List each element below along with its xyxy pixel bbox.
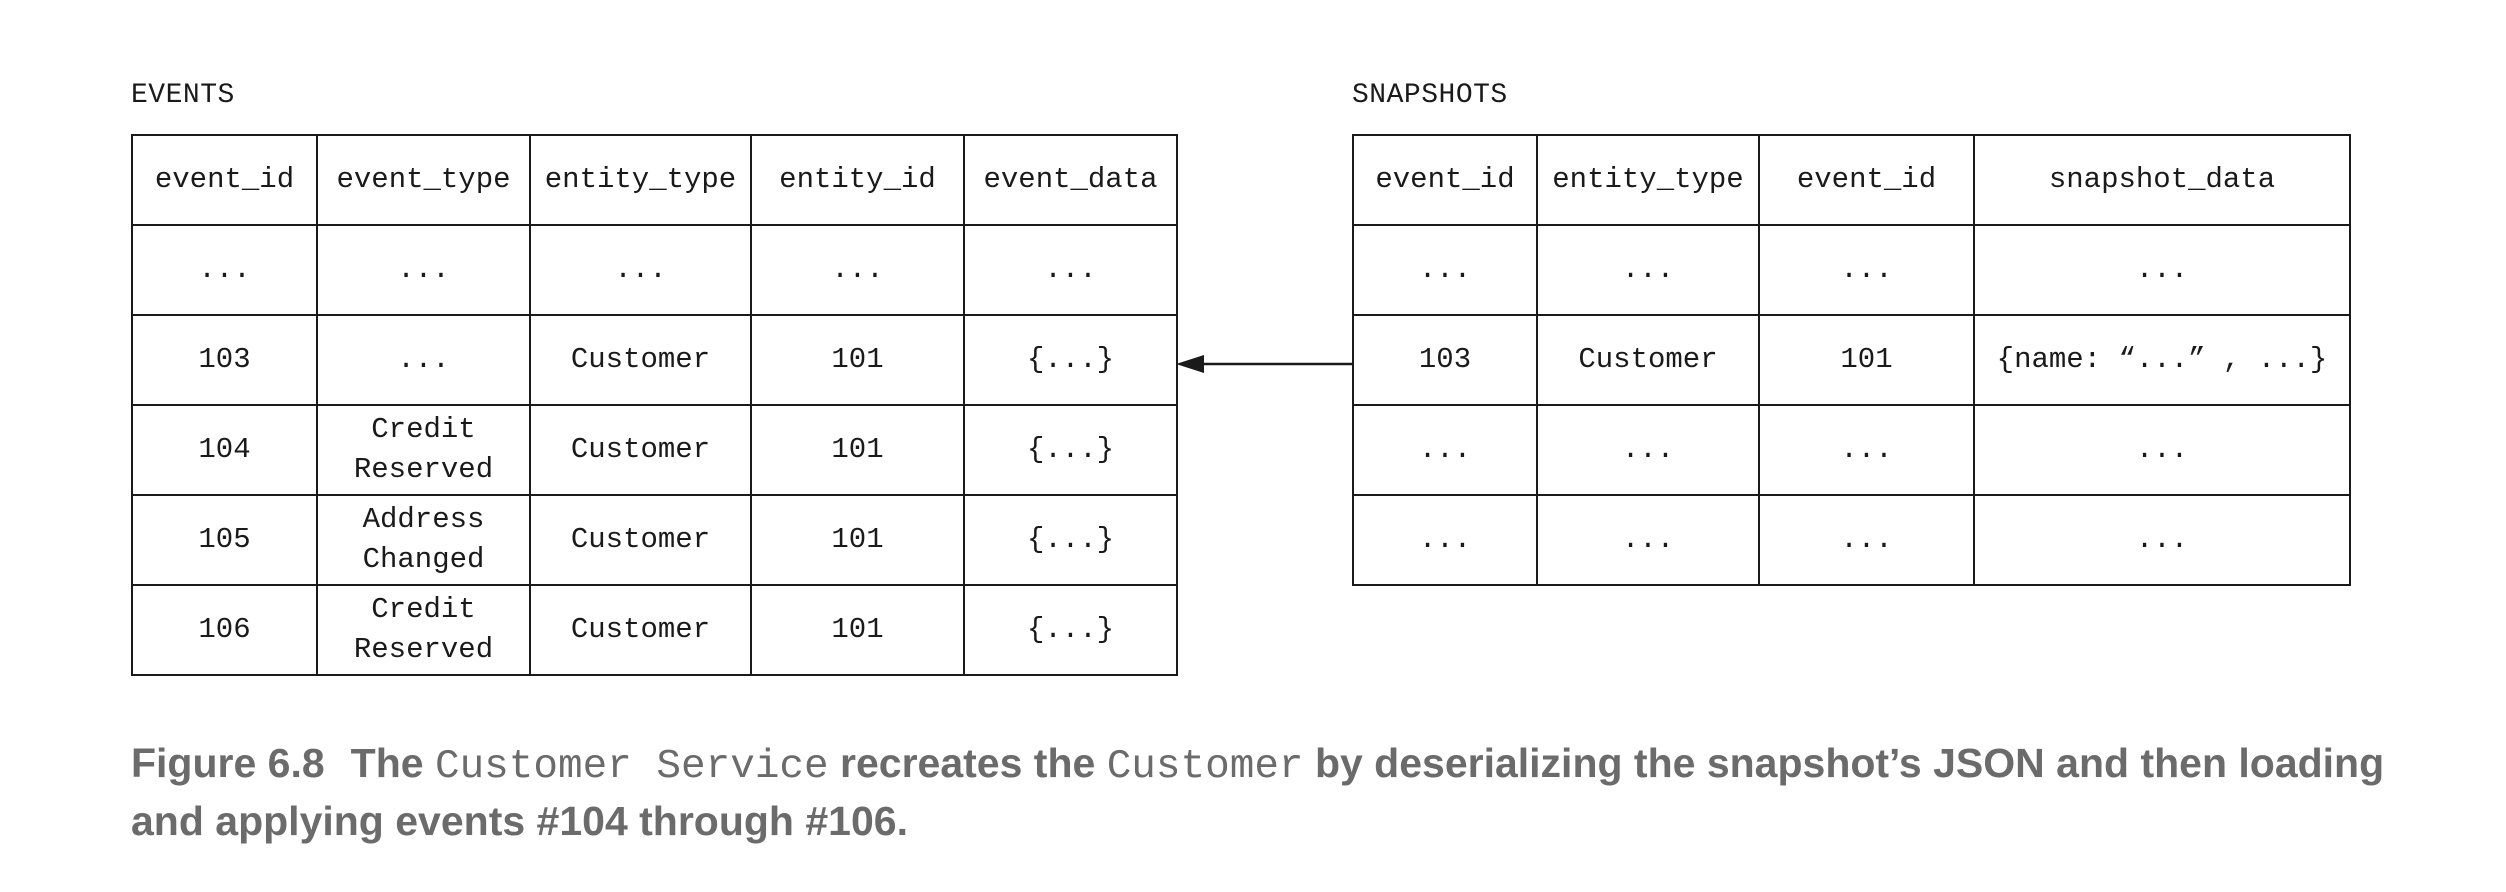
snapshots-header-cell: event_id xyxy=(1758,134,1975,226)
snapshots-cell: ... xyxy=(1758,224,1975,316)
events-cell: Credit Reserved xyxy=(316,584,531,676)
snapshots-cell: ... xyxy=(1352,404,1538,496)
caption-code-customer: Customer xyxy=(1106,744,1304,790)
snapshots-cell: 101 xyxy=(1758,314,1975,406)
events-cell: ... xyxy=(529,224,752,316)
snapshots-cell: ... xyxy=(1973,404,2351,496)
events-cell: 105 xyxy=(131,494,318,586)
snapshots-cell: ... xyxy=(1536,494,1760,586)
events-cell: 101 xyxy=(750,584,965,676)
events-cell: {...} xyxy=(963,314,1178,406)
snapshots-cell: ... xyxy=(1758,494,1975,586)
events-header-cell: event_type xyxy=(316,134,531,226)
snapshots-cell: ... xyxy=(1973,224,2351,316)
events-cell: 103 xyxy=(131,314,318,406)
events-cell: Credit Reserved xyxy=(316,404,531,496)
caption-text-2: recreates the xyxy=(828,740,1107,786)
events-table-title: EVENTS xyxy=(131,80,235,111)
snapshots-cell: ... xyxy=(1536,404,1760,496)
events-cell: ... xyxy=(750,224,965,316)
snapshots-cell: ... xyxy=(1758,404,1975,496)
snapshots-header-cell: snapshot_data xyxy=(1973,134,2351,226)
snapshots-row: ............ xyxy=(1352,404,2351,496)
snapshots-cell: Customer xyxy=(1536,314,1760,406)
events-cell: {...} xyxy=(963,404,1178,496)
snapshots-cell: ... xyxy=(1536,224,1760,316)
events-cell: 101 xyxy=(750,494,965,586)
snapshots-cell: {name: “...” , ...} xyxy=(1973,314,2351,406)
events-cell: ... xyxy=(316,224,531,316)
events-cell: 101 xyxy=(750,404,965,496)
events-cell: Customer xyxy=(529,314,752,406)
caption-code-customer-service: Customer Service xyxy=(434,744,829,790)
snapshots-cell: 103 xyxy=(1352,314,1538,406)
events-cell: 101 xyxy=(750,314,965,406)
events-cell: Customer xyxy=(529,404,752,496)
figure-caption: Figure 6.8 The Customer Service recreates… xyxy=(131,736,2391,848)
events-row: ............... xyxy=(131,224,1178,316)
events-cell: 104 xyxy=(131,404,318,496)
snapshots-header-cell: event_id xyxy=(1352,134,1538,226)
snapshots-cell: ... xyxy=(1352,224,1538,316)
snapshots-cell: ... xyxy=(1973,494,2351,586)
snapshots-cell: ... xyxy=(1352,494,1538,586)
events-header-cell: event_data xyxy=(963,134,1178,226)
events-header-cell: entity_id xyxy=(750,134,965,226)
figure-number: Figure 6.8 xyxy=(131,740,325,786)
events-cell: ... xyxy=(131,224,318,316)
events-cell: ... xyxy=(316,314,531,406)
events-header-cell: entity_type xyxy=(529,134,752,226)
snapshots-header-cell: entity_type xyxy=(1536,134,1760,226)
events-cell: {...} xyxy=(963,494,1178,586)
snapshots-table-title: SNAPSHOTS xyxy=(1352,80,1508,111)
caption-text-1: The xyxy=(350,740,435,786)
events-cell: 106 xyxy=(131,584,318,676)
events-cell: Address Changed xyxy=(316,494,531,586)
events-cell: ... xyxy=(963,224,1178,316)
events-cell: Customer xyxy=(529,584,752,676)
caption-text-3: by deserializing the snapshot’s JSON and… xyxy=(131,740,2385,844)
events-cell: Customer xyxy=(529,494,752,586)
events-cell: {...} xyxy=(963,584,1178,676)
snapshots-row: ............ xyxy=(1352,224,2351,316)
events-header-cell: event_id xyxy=(131,134,318,226)
arrow-head xyxy=(1176,355,1204,373)
snapshots-row: ............ xyxy=(1352,494,2351,586)
